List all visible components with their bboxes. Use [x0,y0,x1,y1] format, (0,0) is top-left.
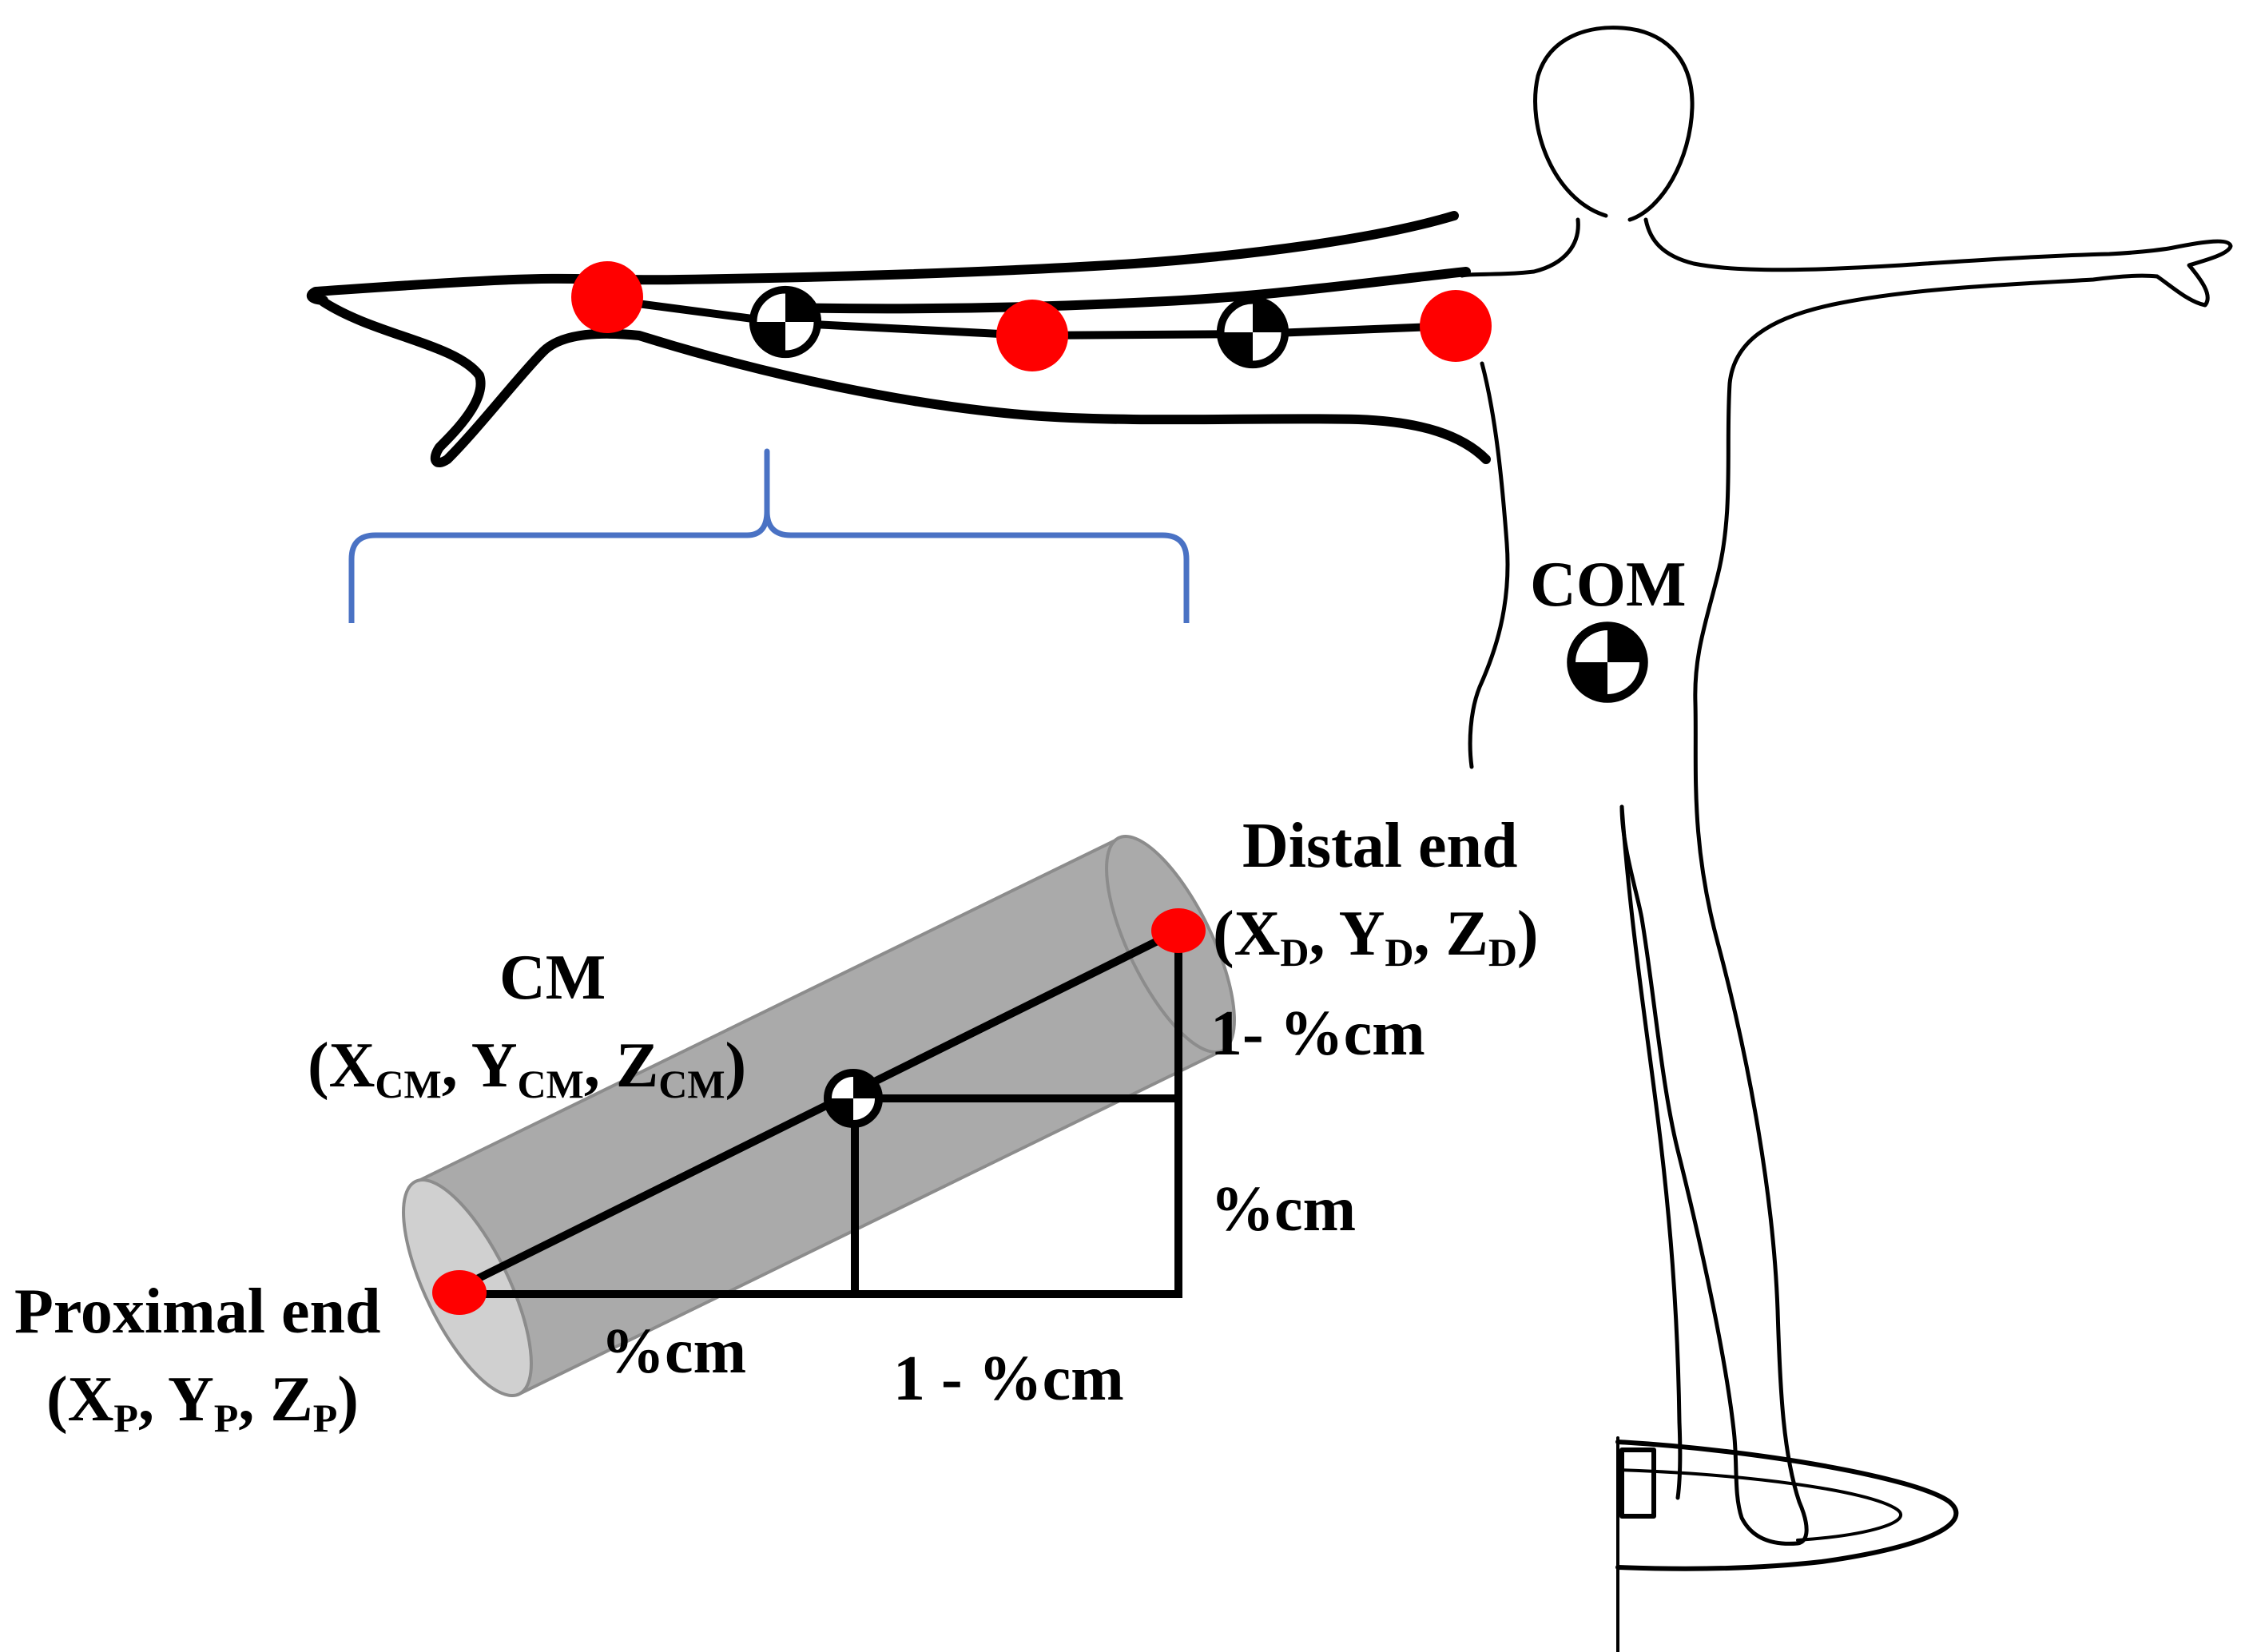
cm-coordinates: (XCM, YCM, ZCM) [308,1031,746,1106]
torso-right-outline [1639,217,2233,1546]
proximal-coordinates: (XP, YP, ZP) [46,1364,359,1440]
pct-cm-vertical-label: %cm [1210,1174,1356,1245]
cm-label: CM [499,943,606,1013]
proximal-end-marker [432,1270,487,1315]
forearm-cm-icon [753,290,818,355]
segment-bracket [348,448,1190,623]
human-body-figure [1460,26,2233,1652]
com-label: COM [1530,550,1687,620]
force-plate-outline [1615,1440,1959,1571]
extended-arm-outline [306,211,1491,467]
head-outline [1533,26,1695,222]
segment-cylinder [402,835,1236,1397]
pct-cm-horizontal-label: %cm [601,1316,746,1387]
distal-end-label: Distal end [1242,811,1518,881]
proportion-lines [454,925,1184,1298]
distal-end-marker [1151,908,1206,953]
distal-coordinates: (XD, YD, ZD) [1213,899,1539,975]
one-minus-pct-cm-vertical-label: 1- %cm [1210,999,1425,1069]
upper-arm-cm-icon [1221,300,1285,365]
inner-leg-outline [1619,804,1644,921]
elbow-marker [996,300,1068,371]
wrist-marker [571,261,643,333]
shoulder-marker [1420,290,1492,362]
one-minus-pct-cm-horizontal-label: 1 - %cm [893,1344,1124,1414]
body-com-icon [1572,626,1644,699]
left-leg-outline [1619,804,1683,1500]
torso-left-outline [1460,217,1580,769]
proximal-end-label: Proximal end [14,1277,381,1347]
